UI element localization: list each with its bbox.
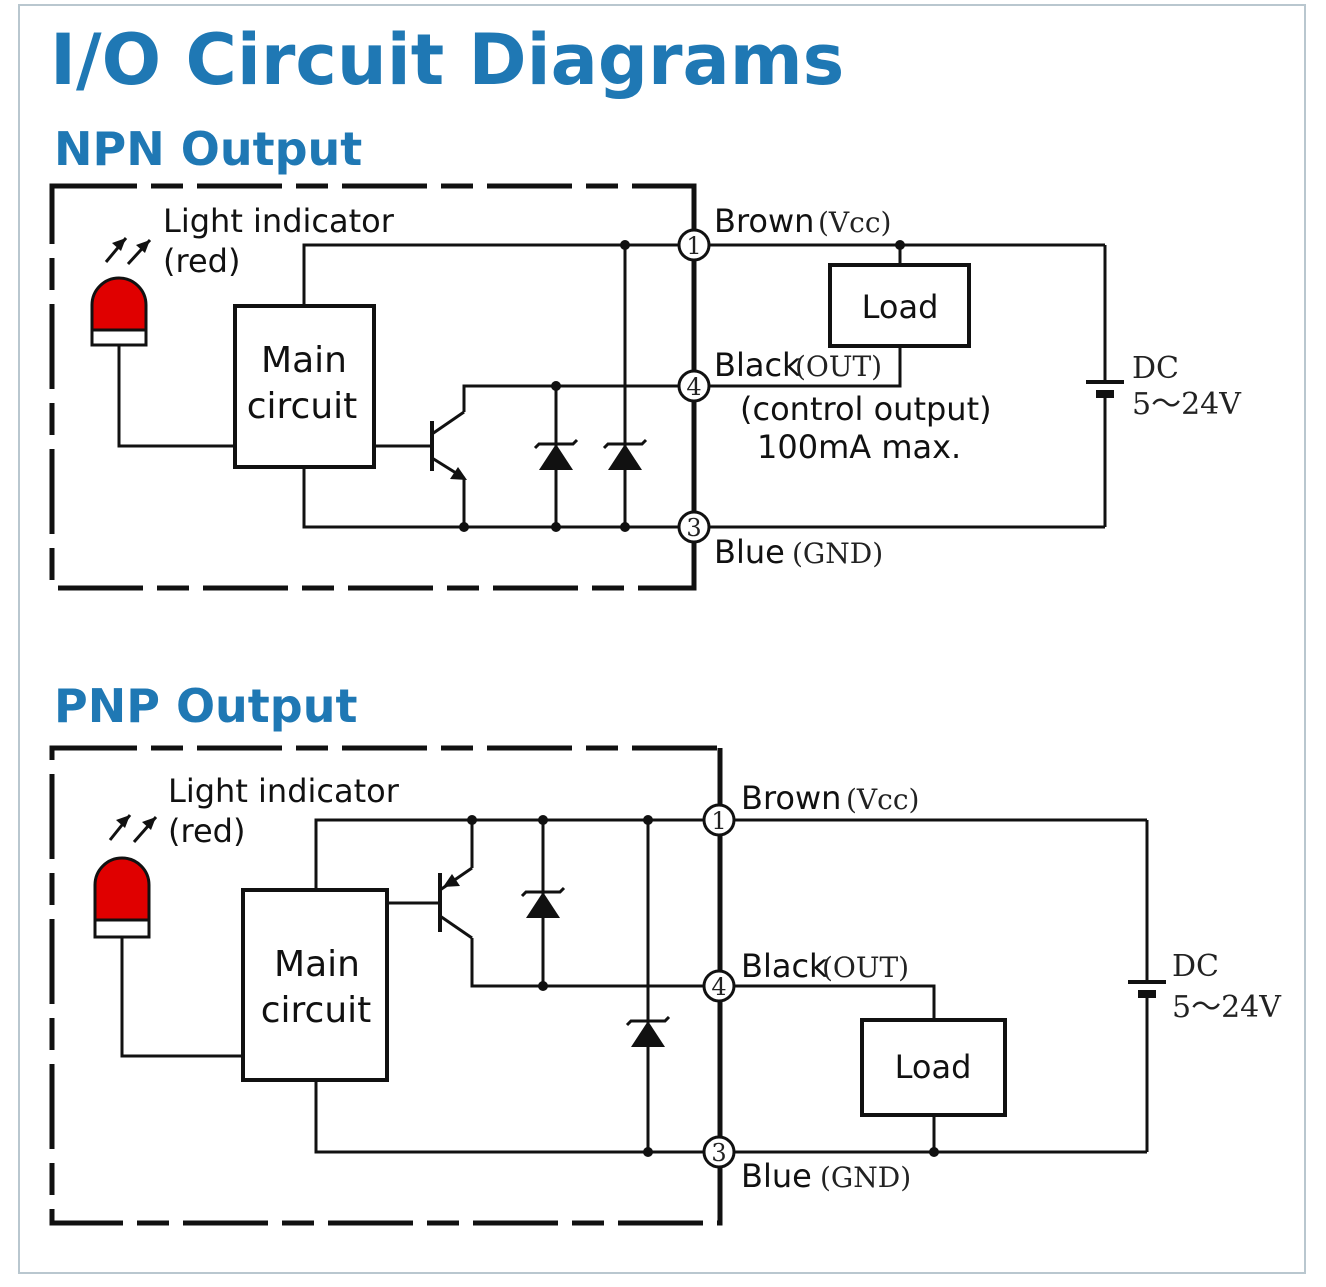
svg-text:4: 4 [711,973,726,1001]
npn-terminal-3: 3 [677,510,711,544]
pnp-voltage-label: 5～24V [1172,990,1282,1025]
pnp-indicator-label: Light indicator [168,772,400,810]
pnp-terminal-4: 4 [702,969,736,1003]
npn-blue-label: Blue [714,533,785,571]
svg-text:1: 1 [711,807,726,835]
npn-section: NPN Output Light indicator (red) Main ci… [49,122,1242,591]
npn-black-label: Black [714,346,801,384]
pnp-dc-label: DC [1172,949,1219,984]
pnp-terminal-3: 3 [702,1135,736,1169]
npn-indicator-color: (red) [163,242,240,280]
pnp-main-circuit-label-2: circuit [261,990,372,1031]
npn-main-circuit-label: Main [261,340,347,381]
npn-indicator-label: Light indicator [163,202,395,240]
npn-terminal-4: 4 [677,369,711,403]
pnp-load-box [860,1018,1007,1117]
svg-text:3: 3 [711,1139,726,1167]
npn-wiring [117,240,1124,532]
pnp-blue-label: Blue [741,1157,812,1195]
svg-text:1: 1 [686,232,701,260]
pnp-section: PNP Output Light indicator (red) Main ci… [49,679,1282,1226]
pnp-load-label: Load [895,1048,972,1086]
npn-heading: NPN Output [54,122,362,176]
npn-terminal-1: 1 [677,228,711,262]
outer-frame [18,4,1306,1274]
pnp-heading: PNP Output [54,679,357,733]
npn-voltage-label: 5～24V [1132,387,1242,422]
npn-main-circuit-label-2: circuit [247,386,358,427]
pnp-light-indicator [93,814,158,939]
page-title: I/O Circuit Diagrams [50,19,844,101]
npn-brown-label: Brown [714,202,814,240]
npn-dc-label: DC [1132,351,1179,386]
pnp-terminal-1: 1 [702,803,736,837]
pnp-vcc-label: (Vcc) [846,783,919,816]
svg-text:4: 4 [686,373,701,401]
pnp-main-circuit-box [241,888,389,1082]
pnp-gnd-label: (GND) [820,1161,911,1194]
npn-load-label: Load [862,288,939,326]
npn-vcc-label: (Vcc) [818,206,891,239]
svg-text:3: 3 [686,514,701,542]
pnp-indicator-color: (red) [168,812,245,850]
npn-load-box [828,263,971,348]
pnp-out-label: (OUT) [822,951,909,984]
npn-light-indicator [90,237,152,347]
npn-out-label: (OUT) [795,350,882,383]
pnp-main-circuit-label: Main [274,944,360,985]
npn-control-output: (control output) [740,390,992,428]
npn-gnd-label: (GND) [792,537,883,570]
pnp-brown-label: Brown [741,779,841,817]
pnp-wiring [120,815,1166,1157]
pnp-black-label: Black [741,947,828,985]
npn-current-rating: 100mA max. [757,428,961,466]
